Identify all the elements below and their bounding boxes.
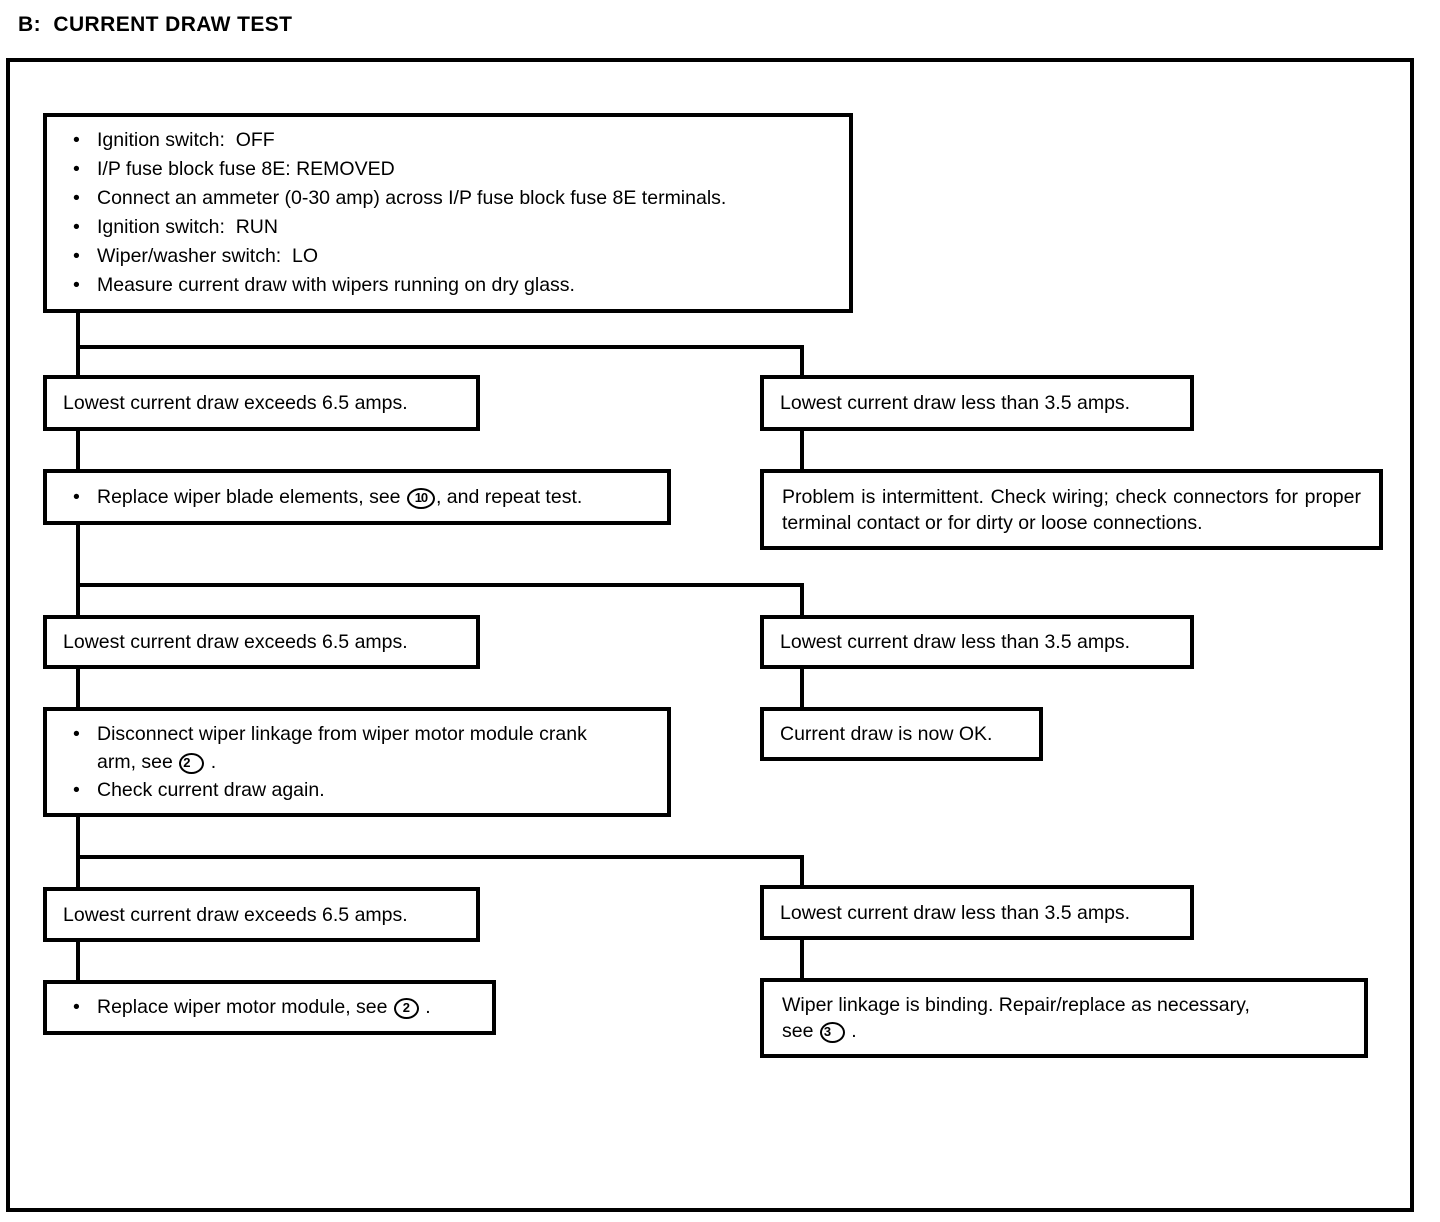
connector-vertical xyxy=(800,938,804,980)
box-label: Lowest current draw less than 3.5 amps. xyxy=(780,901,1131,924)
list-item: •Replace wiper blade elements, see 10, a… xyxy=(47,483,667,512)
bullet-icon: • xyxy=(73,723,80,745)
list-item: •I/P fuse block fuse 8E: REMOVED xyxy=(47,155,849,184)
connector-horizontal xyxy=(76,583,804,587)
box-label: Wiper linkage is binding. Repair/replace… xyxy=(782,994,1250,1043)
reference-circle-2: 2 xyxy=(393,998,419,1019)
list-item: •Ignition switch: OFF xyxy=(47,126,849,155)
bullet-icon: • xyxy=(73,129,80,151)
replace-wiper-blade-elements-box: •Replace wiper blade elements, see 10, a… xyxy=(43,469,671,525)
box-label: Current draw is now OK. xyxy=(780,723,993,745)
list-item: •Wiper/washer switch: LO xyxy=(47,242,849,271)
connector-vertical xyxy=(76,815,80,893)
setup-conditions-box: •Ignition switch: OFF •I/P fuse block fu… xyxy=(43,113,853,313)
connector-vertical xyxy=(76,429,80,471)
bullet-icon: • xyxy=(73,779,80,801)
list-item: •Connect an ammeter (0-30 amp) across I/… xyxy=(47,184,849,213)
action-list: •Replace wiper motor module, see 2 . xyxy=(47,993,492,1022)
exceeds-6-5-amps-1: Lowest current draw exceeds 6.5 amps. xyxy=(43,375,480,431)
box-label: Lowest current draw less than 3.5 amps. xyxy=(780,392,1131,414)
less-than-3-5-amps-2: Lowest current draw less than 3.5 amps. xyxy=(760,615,1194,669)
action-list: •Replace wiper blade elements, see 10, a… xyxy=(47,483,667,512)
connector-horizontal xyxy=(76,345,804,349)
connector-vertical xyxy=(800,429,804,471)
list-item: •Measure current draw with wipers runnin… xyxy=(47,271,849,300)
bullet-icon: • xyxy=(73,216,80,238)
box-label: Lowest current draw exceeds 6.5 amps. xyxy=(63,631,408,653)
wiper-linkage-binding-box: Wiper linkage is binding. Repair/replace… xyxy=(760,978,1368,1058)
problem-intermittent-box: Problem is intermittent. Check wiring; c… xyxy=(760,469,1383,550)
box-label: Lowest current draw exceeds 6.5 amps. xyxy=(63,903,408,926)
page-title: B: CURRENT DRAW TEST xyxy=(18,13,293,36)
bullet-icon: • xyxy=(73,996,80,1018)
current-draw-ok-box: Current draw is now OK. xyxy=(760,707,1043,761)
bullet-icon: • xyxy=(73,274,80,296)
bullet-icon: • xyxy=(73,245,80,267)
replace-wiper-motor-module-box: •Replace wiper motor module, see 2 . xyxy=(43,980,496,1035)
connector-vertical xyxy=(76,523,80,623)
connector-horizontal xyxy=(76,855,804,859)
list-item: •Ignition switch: RUN xyxy=(47,213,849,242)
connector-vertical xyxy=(76,667,80,709)
list-item: •Disconnect wiper linkage from wiper mot… xyxy=(47,720,667,776)
reference-circle-10: 10 xyxy=(406,487,435,509)
list-item: •Check current draw again. xyxy=(47,776,667,804)
bullet-icon: • xyxy=(73,485,80,508)
less-than-3-5-amps-3: Lowest current draw less than 3.5 amps. xyxy=(760,885,1194,940)
bullet-icon: • xyxy=(73,158,80,180)
box-label: Problem is intermittent. Check wiring; c… xyxy=(782,485,1367,534)
connector-vertical xyxy=(800,667,804,709)
reference-circle-3: 3 xyxy=(819,1022,845,1043)
connector-vertical xyxy=(800,345,804,383)
action-list: •Disconnect wiper linkage from wiper mot… xyxy=(47,720,667,804)
connector-vertical xyxy=(800,583,804,621)
box-label: Lowest current draw exceeds 6.5 amps. xyxy=(63,392,408,414)
exceeds-6-5-amps-2: Lowest current draw exceeds 6.5 amps. xyxy=(43,615,480,669)
list-item: •Replace wiper motor module, see 2 . xyxy=(47,993,492,1022)
setup-conditions-list: •Ignition switch: OFF •I/P fuse block fu… xyxy=(47,126,849,300)
connector-vertical xyxy=(800,855,804,893)
connector-vertical xyxy=(76,940,80,982)
box-label: Lowest current draw less than 3.5 amps. xyxy=(780,631,1131,653)
bullet-icon: • xyxy=(73,187,80,209)
reference-circle-2: 2 xyxy=(179,753,205,774)
exceeds-6-5-amps-3: Lowest current draw exceeds 6.5 amps. xyxy=(43,887,480,942)
page-border xyxy=(6,58,1414,1212)
less-than-3-5-amps-1: Lowest current draw less than 3.5 amps. xyxy=(760,375,1194,431)
disconnect-wiper-linkage-box: •Disconnect wiper linkage from wiper mot… xyxy=(43,707,671,817)
